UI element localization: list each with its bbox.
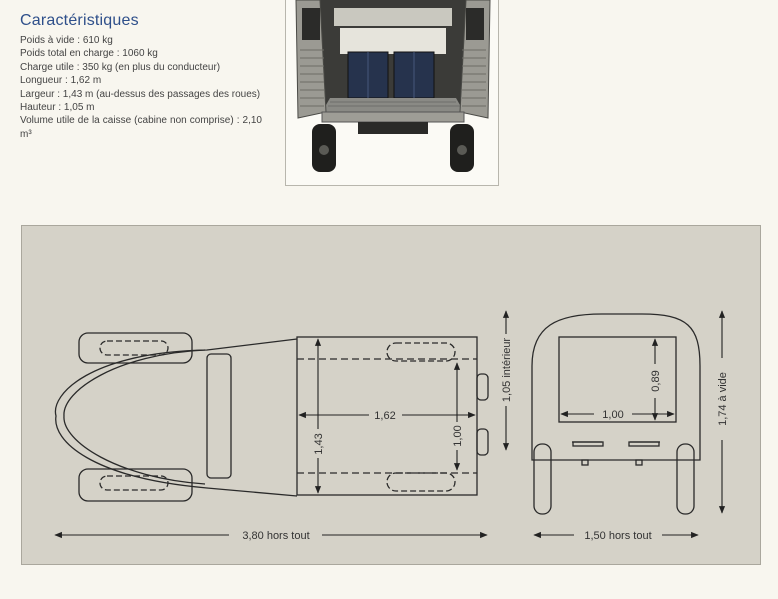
dim-height-empty: 1,74 à vide	[717, 372, 729, 426]
spec-list: Poids à vide : 610 kg Poids total en cha…	[20, 34, 262, 141]
dimension-plan: 3,80 hors tout 1,62 1,43 1,00 1,05 intér…	[21, 225, 761, 565]
characteristics-title: Caractéristiques	[20, 12, 139, 29]
dim-cargo-width: 1,43	[313, 433, 325, 454]
dim-width-total: 1,50 hors tout	[584, 530, 651, 542]
spec-item: Longueur : 1,62 m	[20, 75, 102, 87]
van-rear-view	[531, 313, 701, 515]
spec-item: Poids à vide : 610 kg	[20, 35, 113, 46]
spec-item: Hauteur : 1,05 m	[20, 102, 95, 114]
spec-item: Volume utile de la caisse (cabine non co…	[20, 115, 262, 140]
spec-item: Largeur : 1,43 m (au-dessus des passages…	[20, 88, 261, 100]
dim-cargo-length: 1,62	[374, 410, 395, 422]
characteristics-block: Caractéristiques Poids à vide : 610 kg P…	[20, 12, 262, 141]
spec-item: Charge utile : 350 kg (en plus du conduc…	[20, 61, 221, 73]
van-rear-photo	[285, 0, 499, 186]
dim-rear-opening-height: 0,89	[650, 370, 662, 391]
spec-item: Poids total en charge : 1060 kg	[20, 48, 158, 60]
dim-door-width: 1,00	[452, 425, 464, 446]
van-top-view	[54, 332, 489, 502]
dim-length-total: 3,80 hors tout	[242, 530, 309, 542]
dim-interior-height: 1,05 intérieur	[501, 338, 513, 403]
dim-rear-opening-width: 1,00	[602, 409, 623, 421]
